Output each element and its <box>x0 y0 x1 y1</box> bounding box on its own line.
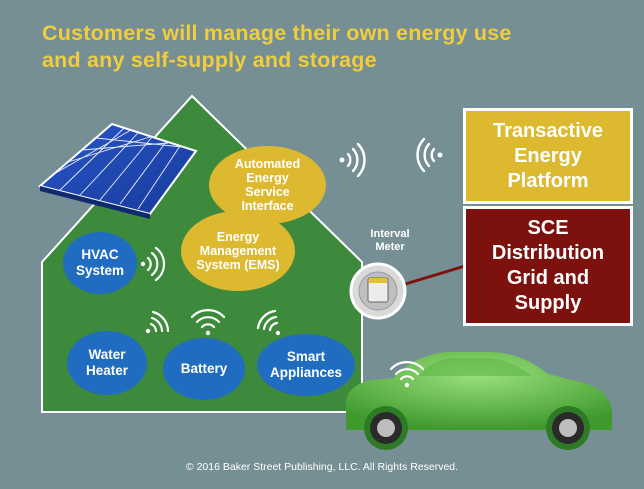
electric-car-icon <box>346 352 612 450</box>
wifi-icon-battery <box>190 309 226 336</box>
aesi-label: Automated Energy Service Interface <box>234 157 301 213</box>
battery-label: Battery <box>180 361 228 376</box>
water-heater-node: Water Heater <box>67 331 147 395</box>
wifi-icon-aesi <box>339 142 366 178</box>
transactive-energy-platform-box: Transactive Energy Platform <box>463 108 633 204</box>
meter-connector <box>401 264 466 287</box>
wifi-icon-platform <box>416 137 443 173</box>
smart-appliances-node: Smart Appliances <box>257 334 355 396</box>
transactive-label: Transactive Energy Platform <box>492 119 604 192</box>
ems-node: Energy Management System (EMS) <box>181 211 295 291</box>
copyright-footer: © 2016 Baker Street Publishing, LLC. All… <box>185 461 459 473</box>
wifi-icon-hvac <box>140 246 166 282</box>
smart-appliances-label: Smart Appliances <box>269 349 343 380</box>
title-line-2: and any self-supply and storage <box>42 48 377 72</box>
water-heater-label: Water Heater <box>85 347 129 378</box>
sce-label: SCE Distribution Grid and Supply <box>491 217 605 314</box>
battery-node: Battery <box>163 338 245 400</box>
hvac-node: HVAC System <box>63 232 137 294</box>
interval-meter-icon <box>349 262 407 320</box>
sce-grid-box: SCE Distribution Grid and Supply <box>463 206 633 326</box>
solar-panel-icon <box>37 122 198 219</box>
title-line-1: Customers will manage their own energy u… <box>42 21 512 45</box>
interval-meter-label: Interval Meter <box>370 228 410 253</box>
wifi-icon-water-heater <box>145 310 170 334</box>
wifi-icon-smart-appliances <box>256 309 281 336</box>
hvac-label: HVAC System <box>75 247 125 278</box>
ems-label: Energy Management System (EMS) <box>196 230 280 272</box>
aesi-node: Automated Energy Service Interface <box>209 146 326 224</box>
slide-title: Customers will manage their own energy u… <box>42 20 632 74</box>
wifi-icon-car <box>389 361 425 388</box>
